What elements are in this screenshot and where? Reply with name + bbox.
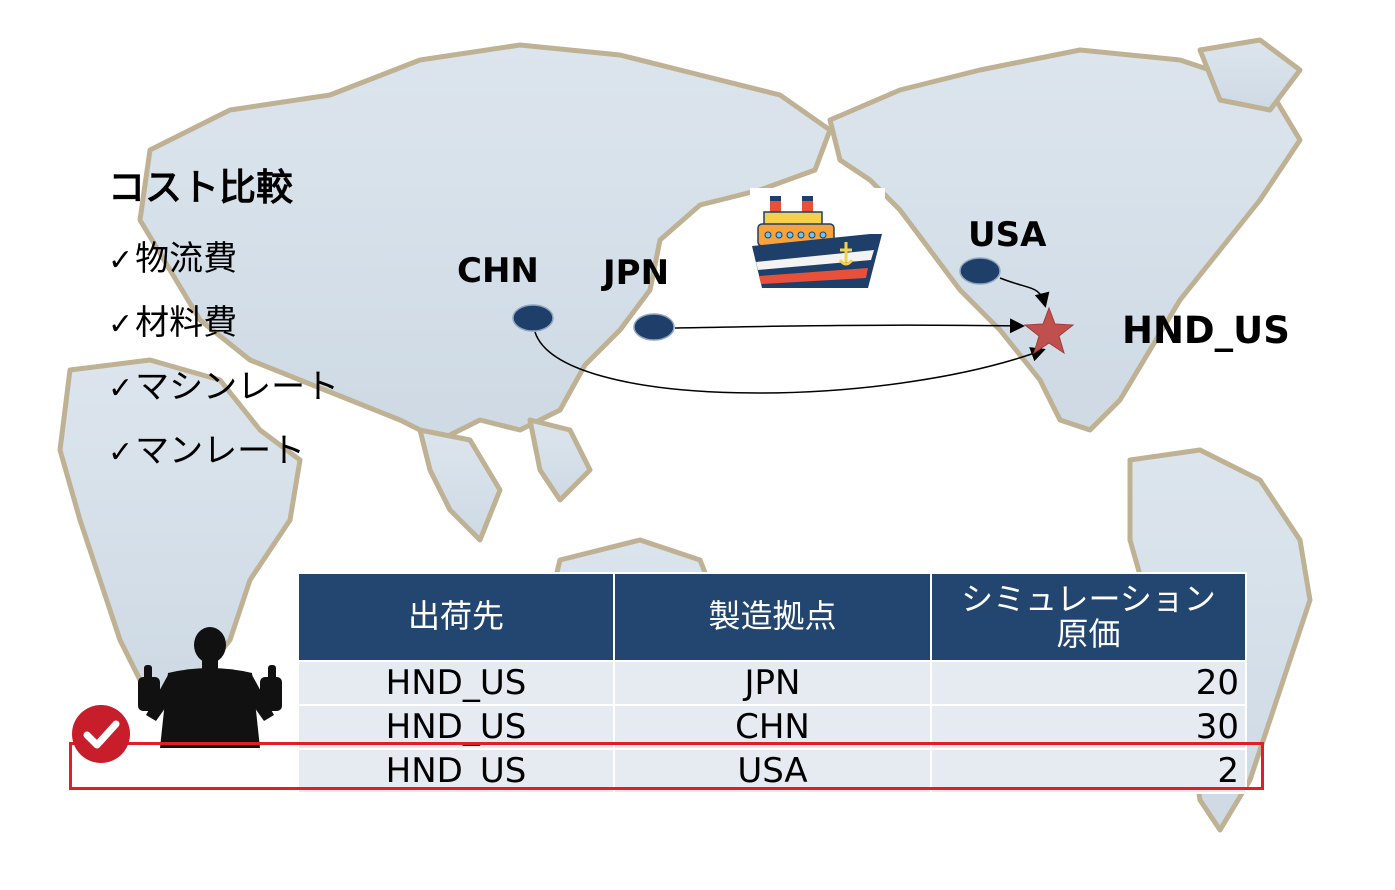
star-icon[interactable] <box>1023 306 1075 355</box>
label-chn: CHN <box>457 251 539 291</box>
thumbs-up-person-silhouette <box>138 627 282 748</box>
cost-item-label: マンレート <box>135 431 306 471</box>
cell-cost: 20 <box>930 660 1247 706</box>
cell-cost: 2 <box>930 748 1247 794</box>
cost-item-material: ✓材料費 <box>108 298 339 362</box>
route-chn-to-hnd-us <box>534 331 1046 394</box>
checkmark-icon: ✓ <box>108 435 134 470</box>
header-destination: 出荷先 <box>297 572 615 662</box>
label-hnd-us: HND_US <box>1122 309 1290 352</box>
cargo-ship-icon <box>750 188 885 298</box>
node-usa[interactable] <box>959 257 1001 285</box>
label-jpn: JPN <box>603 253 670 293</box>
check-circle-icon <box>72 705 130 763</box>
eurasia-landmass <box>137 42 833 443</box>
checkmark-icon: ✓ <box>108 307 134 342</box>
cost-item-machine-rate: ✓マシンレート <box>108 362 339 426</box>
cell-destination: HND_US <box>297 660 615 706</box>
cost-comparison-title: コスト比較 <box>108 166 293 209</box>
cell-site: USA <box>613 748 932 794</box>
cost-item-logistics: ✓物流費 <box>108 234 339 298</box>
selected-row-highlight <box>69 742 1264 790</box>
table-header-row: 出荷先 製造拠点 シミュレーション原価 <box>297 572 1247 662</box>
node-chn[interactable] <box>512 304 554 332</box>
header-simulated-cost: シミュレーション原価 <box>930 572 1247 662</box>
africa-landmass <box>57 357 303 703</box>
cost-item-list: ✓物流費 ✓材料費 ✓マシンレート ✓マンレート <box>108 234 339 490</box>
cost-item-labor-rate: ✓マンレート <box>108 426 339 490</box>
route-jpn-to-hnd-us <box>674 318 1025 334</box>
greenland-landmass <box>1197 37 1303 113</box>
checkmark-icon: ✓ <box>108 371 134 406</box>
table-row-selected[interactable]: HND_US USA 2 <box>297 748 1247 794</box>
label-usa: USA <box>968 215 1047 255</box>
header-simulated-cost-text: シミュレーション原価 <box>961 579 1216 653</box>
cost-simulation-table: 出荷先 製造拠点 シミュレーション原価 HND_US JPN 20 HND_US… <box>297 572 1247 794</box>
cost-item-label: 材料費 <box>135 303 238 343</box>
cell-site: JPN <box>613 660 932 706</box>
header-manufacturing-site: 製造拠点 <box>613 572 932 662</box>
south-asia-landmass <box>417 427 503 543</box>
cost-item-label: マシンレート <box>135 367 340 407</box>
route-usa-to-hnd-us <box>999 277 1050 308</box>
cost-item-label: 物流費 <box>135 239 238 279</box>
checkmark-icon: ✓ <box>108 243 134 278</box>
cell-destination: HND_US <box>297 748 615 794</box>
node-jpn[interactable] <box>633 313 675 341</box>
table-row[interactable]: HND_US JPN 20 <box>297 660 1247 706</box>
north-america-landmass <box>827 47 1303 433</box>
southeast-asia-landmass <box>527 417 593 503</box>
